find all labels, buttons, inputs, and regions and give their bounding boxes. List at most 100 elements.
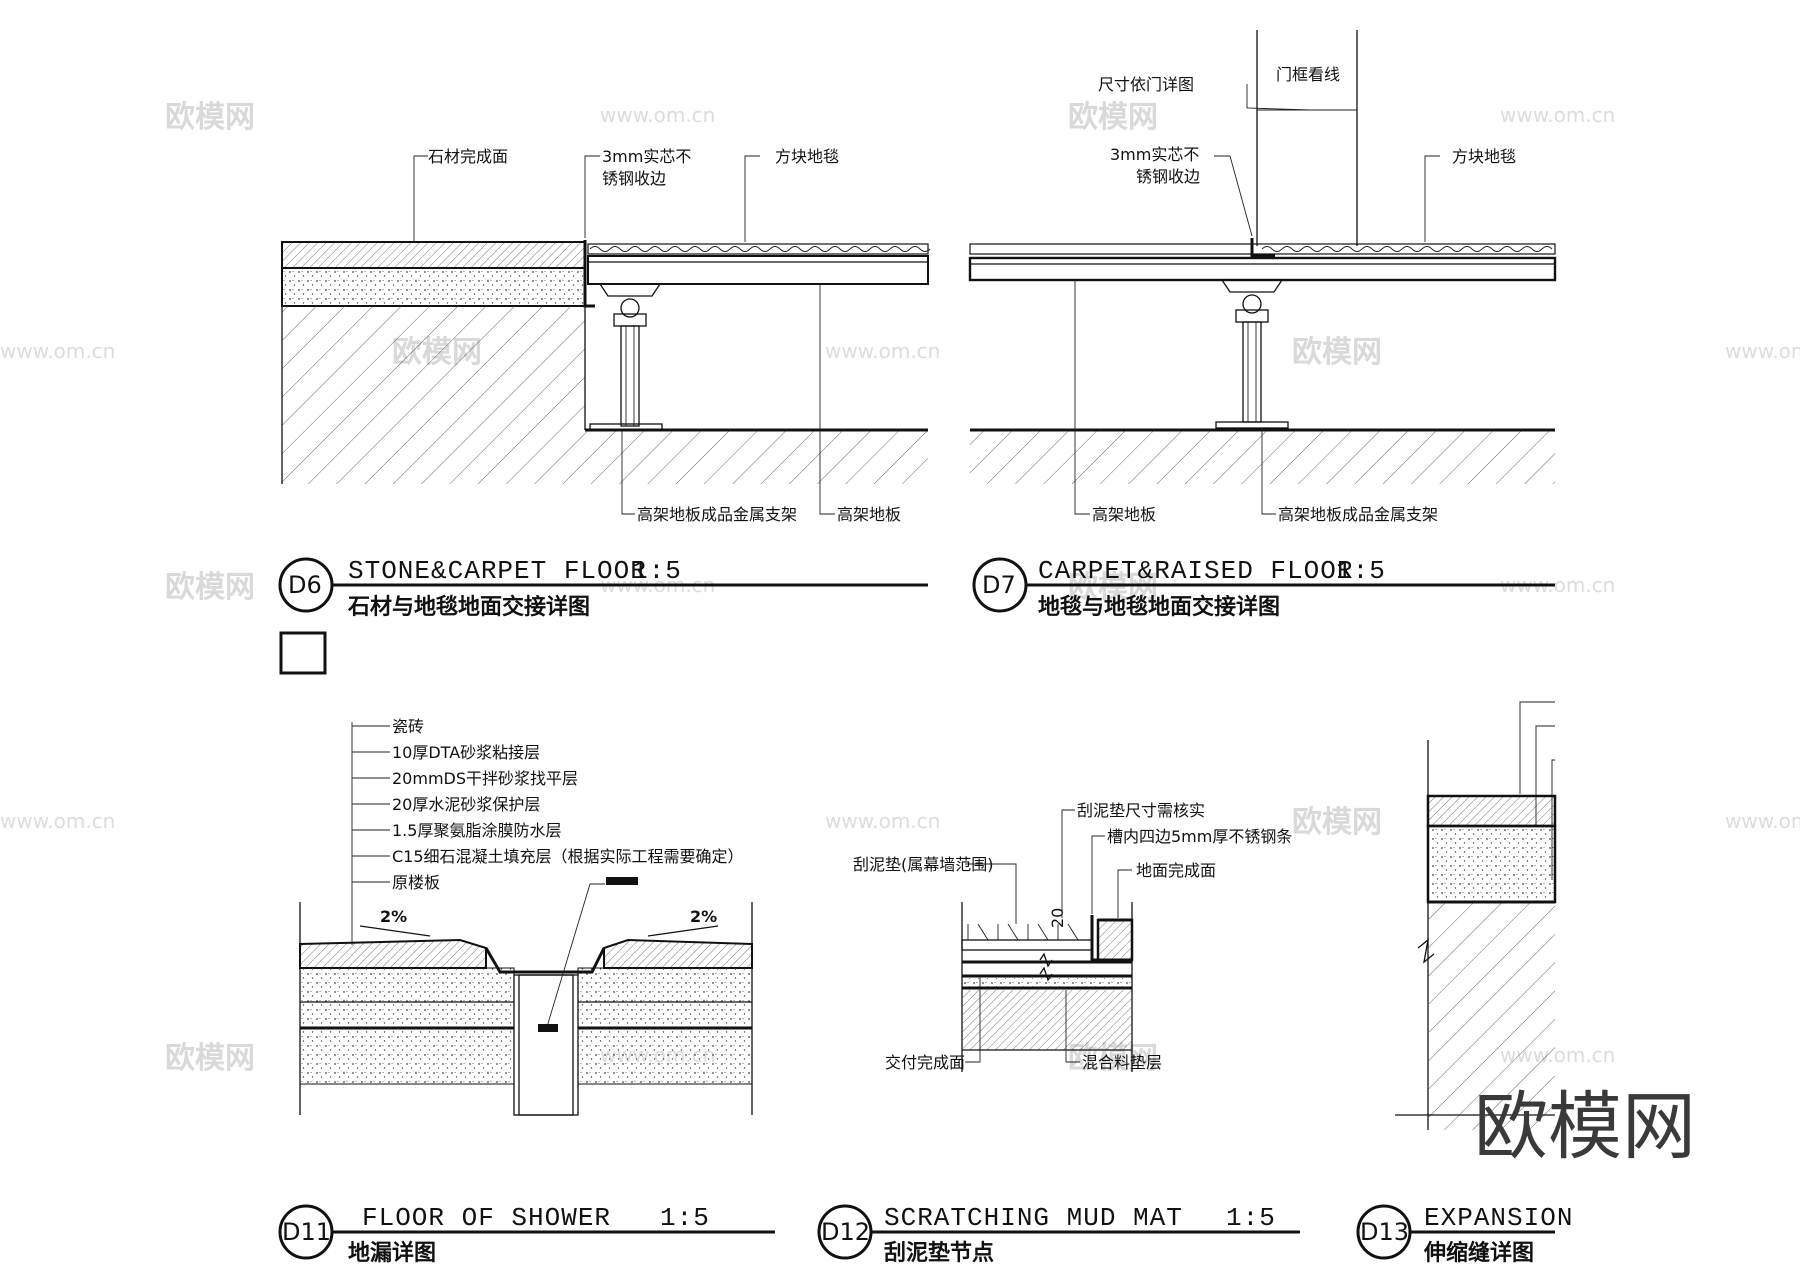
label-pedestal: 高架地板成品金属支架 [637,505,797,524]
watermark-url: www.om.cn [825,809,940,833]
watermark-brand: 欧模网 [1068,100,1158,135]
stainless-edge-trim [583,240,595,308]
label-door-frame-line: 门框看线 [1276,65,1340,84]
detail-tag-text: D6 [288,571,322,599]
checkbox-square [279,631,327,675]
label-carpet-tile: 方块地毯 [775,147,839,166]
screed-layer-right [577,1001,753,1029]
slope-left-text: 2% [380,907,407,926]
watermark-brand: 欧模网 [165,1041,255,1076]
layer-label-waterproof: 1.5厚聚氨脂涂膜防水层 [392,821,561,840]
watermark-brand: 欧模网 [1292,805,1382,840]
concrete-slab-right [585,430,928,484]
label-stone-finish: 石材完成面 [428,147,508,166]
label-stainless-edge-line2: 锈钢收边 [602,169,666,188]
mortar-layer-right [577,967,753,1003]
detail-d13: 欧模网 D13 EXPANSION 伸缩缝详图 [1356,701,1696,1266]
detail-title-en: STONE&CARPET FLOOR [348,556,647,586]
label-mud-mat-scope: 刮泥垫(属幕墙范围) [853,855,994,874]
slab-left [299,1027,515,1085]
watermark-url: www.om.cn [0,809,115,833]
slope-left-arrow [359,925,431,937]
layer-label-leveling: 20mmDS干拌砂浆找平层 [392,769,578,788]
detail-title-en: SCRATCHING MUD MAT [884,1203,1183,1233]
mud-mat [961,923,1093,951]
label-door-dimension: 尺寸依门详图 [1098,75,1194,94]
label-pedestal: 高架地板成品金属支架 [1278,505,1438,524]
detail-title-cn: 石材与地毯地面交接详图 [347,594,590,620]
structural-slab [1428,902,1555,1130]
mortar-layer-left [299,967,515,1003]
detail-tag-text: D11 [282,1218,331,1246]
watermark-url: www.om.cn [825,339,940,363]
detail-title-cn: 地毯与地毯地面交接详图 [1038,594,1280,620]
tile-layer-left [299,938,487,969]
detail-d11: 瓷砖 10厚DTA砂浆粘接层 20mmDS干拌砂浆找平层 20厚水泥砂浆保护层 … [278,717,775,1266]
detail-title-en: CARPET&RAISED FLOOR [1038,556,1353,586]
layer-label-original-slab: 原楼板 [392,873,440,892]
mixed-base-layer [962,990,1132,1050]
dimension-20: 20 [1048,908,1067,928]
label-floor-finish: 地面完成面 [1136,861,1216,880]
watermark-url: www.om.cn [0,339,115,363]
floor-drain [484,877,638,1116]
tile-layer-right [603,938,753,969]
detail-tag-text: D13 [1360,1218,1409,1246]
label-raised-floor: 高架地板 [837,505,901,524]
slope-right-text: 2% [690,907,717,926]
watermark-brand: 欧模网 [1068,570,1158,605]
slab-right [577,1027,753,1085]
finish-layer [1426,794,1557,828]
watermark-url: www.om.cn [600,103,715,127]
watermark-brand: 欧模网 [1292,335,1382,370]
label-mixed-base: 混合料垫层 [1082,1053,1162,1072]
stone-bedding-layer [281,267,586,307]
label-carpet-tile: 方块地毯 [1452,147,1516,166]
detail-title-cn: 刮泥垫节点 [884,1240,994,1266]
detail-tag-text: D12 [821,1218,870,1246]
carpet-layer [969,243,1556,255]
slope-right-arrow [647,925,719,937]
raised-floor-panel [587,255,929,285]
watermark-brand: 欧模网 [165,570,255,605]
watermark-brand-large: 欧模网 [1474,1084,1696,1170]
layer-label-tile: 瓷砖 [392,717,424,736]
layer-label-adhesive: 10厚DTA砂浆粘接层 [392,743,540,762]
detail-tag-text: D7 [982,571,1016,599]
label-mat-size-verify: 刮泥垫尺寸需核实 [1077,801,1205,820]
label-raised-floor: 高架地板 [1092,505,1156,524]
detail-scale: 1:5 [632,556,682,586]
detail-scale: 1:5 [660,1203,710,1233]
detail-scale: 1:5 [1336,556,1386,586]
break-mark [1417,938,1435,964]
detail-d12: 20 刮泥垫尺寸需核实 槽内四边5mm厚不锈钢条 地面完成面 刮泥垫(属幕墙范围… [817,801,1300,1266]
mortar-bed [962,978,1132,988]
screed-layer [1426,824,1557,904]
detail-title-cn: 地漏详图 [348,1240,436,1266]
detail-title-cn: 伸缩缝详图 [1423,1240,1534,1266]
detail-title-en: FLOOR OF SHOWER [362,1203,611,1233]
label-stainless-strip: 槽内四边5mm厚不锈钢条 [1107,827,1292,846]
carpet-layer [587,243,929,255]
screed-layer-left [299,1001,515,1029]
detail-scale: 1:5 [1226,1203,1276,1233]
stainless-edge-trim [1250,238,1275,258]
detail-title-en: EXPANSION [1424,1203,1573,1233]
detail-d6: 石材完成面 3mm实芯不 锈钢收边 方块地毯 高架地板成品金属支架 高架地板 D… [278,147,931,675]
pedestal-support [589,283,663,431]
layer-label-concrete-fill: C15细石混凝土填充层（根据实际工程需要确定） [392,847,744,866]
watermark-url: www.om.cn [1500,103,1615,127]
label-delivery-finish: 交付完成面 [885,1053,965,1072]
concrete-slab-left [282,306,585,484]
floor-finish-block [1096,918,1134,962]
watermark-url: www.om.cn [1725,339,1800,363]
raised-floor-panel [968,256,1557,282]
label-stainless-edge-line2: 锈钢收边 [1136,167,1200,186]
detail-d7: 尺寸依门详图 门框看线 3mm实芯不 锈钢收边 方块地毯 高架地板 高架地板成品… [968,30,1557,620]
layer-label-protection: 20厚水泥砂浆保护层 [392,795,540,814]
pedestal-support [1215,279,1289,429]
concrete-slab [970,430,1555,484]
label-stainless-edge-line1: 3mm实芯不 [602,147,691,166]
stone-finish-layer [281,241,586,269]
